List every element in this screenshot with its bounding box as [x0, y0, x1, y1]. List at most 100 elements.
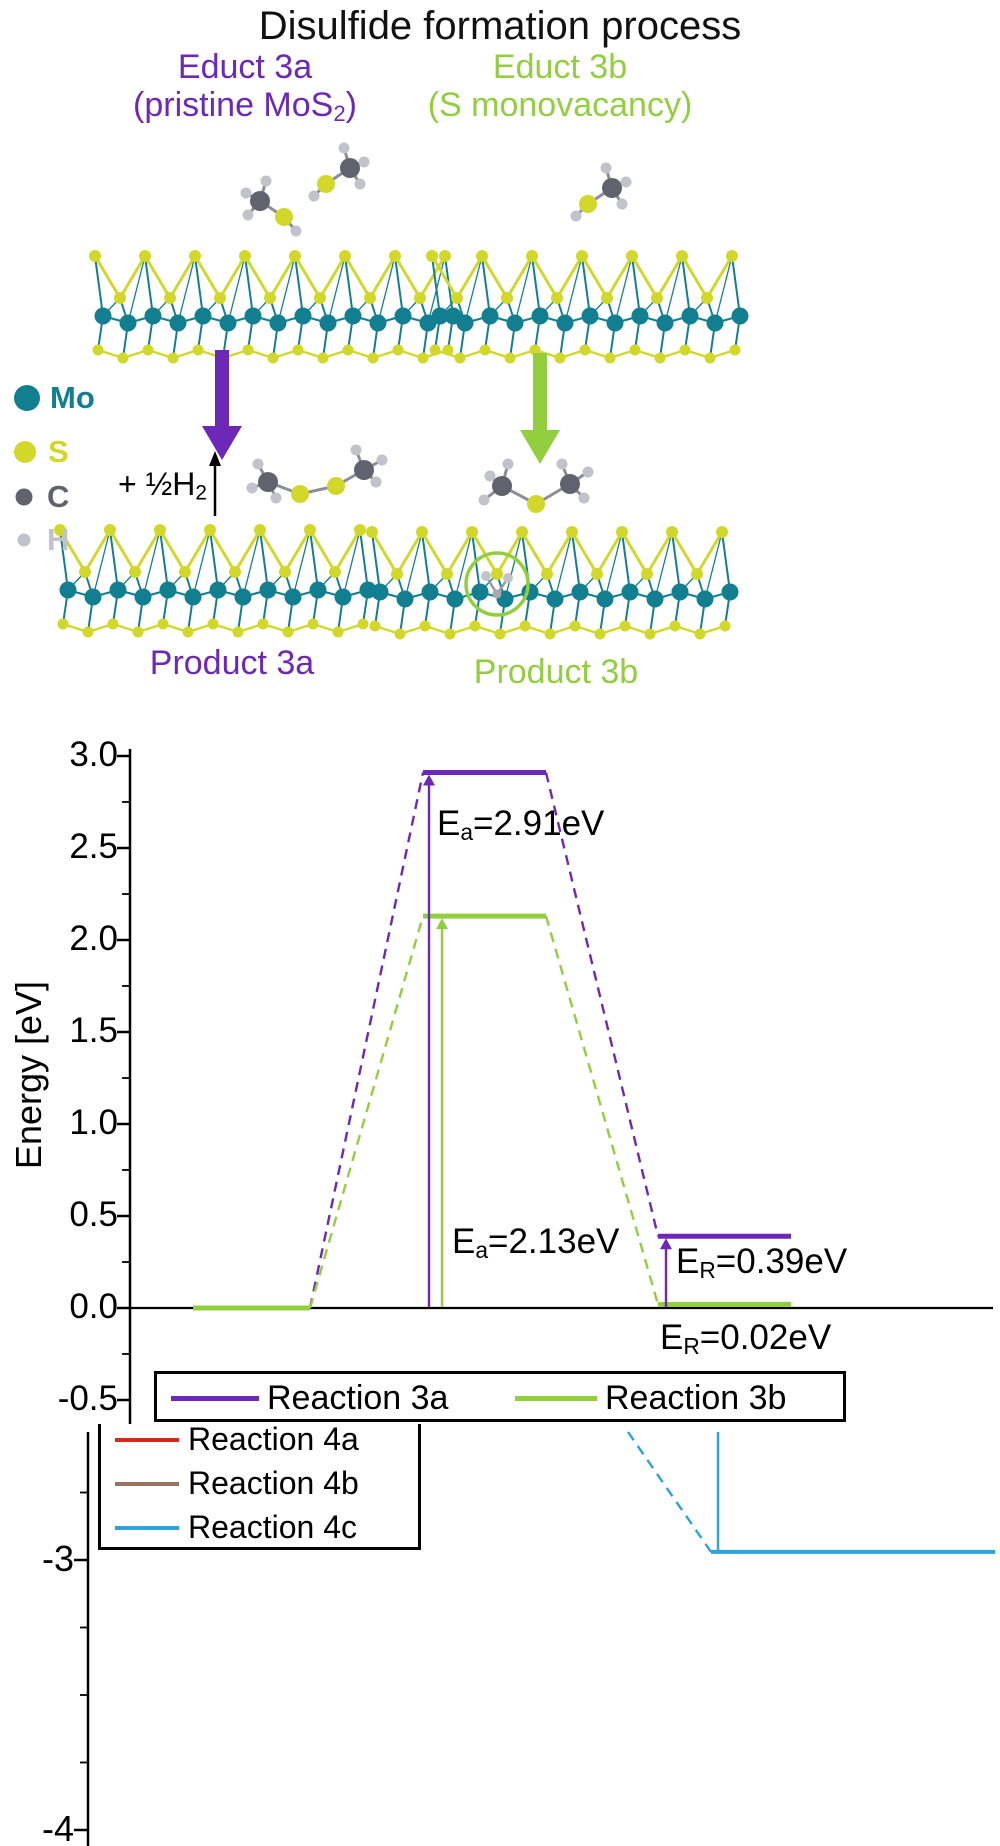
h-atom: [492, 589, 502, 599]
s-atom: [364, 292, 376, 304]
s-atom: [114, 292, 126, 304]
s-atom: [129, 566, 141, 578]
s-atom: [579, 344, 591, 356]
er-3b-label: ER=0.02eV: [660, 1318, 832, 1359]
s-atom: [282, 626, 294, 638]
s-atom: [439, 250, 451, 262]
legend-label-c: C: [47, 479, 70, 514]
s-atom: [691, 568, 703, 580]
s-atom: [392, 344, 404, 356]
h-atom: [308, 190, 320, 202]
y-tick-label: 3.0: [69, 735, 118, 774]
h-atom: [578, 492, 590, 504]
mo-atom: [456, 314, 474, 332]
h-atom: [358, 156, 370, 168]
mo-atom: [119, 314, 137, 332]
s-atom: [666, 526, 678, 538]
ea-3b-arrow-head: [436, 918, 448, 930]
legend-line-reaction-4c: [115, 1526, 179, 1530]
mo-atom: [209, 581, 227, 599]
mo-atom: [631, 307, 649, 325]
product-3b-label: Product 3b: [473, 653, 639, 691]
product-3b-slab: [366, 526, 739, 640]
vacancy-highlight: [464, 551, 530, 617]
s-atom: [729, 344, 741, 356]
legend-line-reaction-3b: [515, 1396, 597, 1401]
mo-atom: [371, 583, 389, 601]
s-atom: [357, 618, 369, 630]
h-atom: [252, 458, 264, 470]
down-arrow: [520, 353, 560, 464]
s-atom: [451, 292, 463, 304]
s-atom: [192, 344, 204, 356]
c-atom: [340, 158, 360, 178]
s-atom: [107, 618, 119, 630]
mo-atom: [721, 583, 739, 601]
educt-3a-line1: Educt 3a: [177, 48, 313, 86]
h-atom: [240, 187, 252, 199]
c-atom: [492, 476, 512, 496]
reaction-3b-arrow: [520, 353, 560, 464]
mo-atom: [59, 581, 77, 599]
educt-3a-slab: [89, 250, 462, 364]
mo-atom: [14, 385, 40, 411]
s-atom: [417, 352, 429, 364]
h2-release-label: + ½H2: [118, 466, 207, 505]
s-atom: [719, 620, 731, 632]
connector-Reaction 3b: [308, 915, 425, 1309]
legend-label-s: S: [48, 434, 69, 469]
mo-atom: [234, 588, 252, 606]
educt-3b-slab: [426, 250, 749, 364]
h-atom: [354, 178, 366, 190]
y-tick-label: 1.5: [69, 1011, 118, 1050]
s-atom: [342, 344, 354, 356]
s-atom: [204, 524, 216, 536]
s-atom: [254, 524, 266, 536]
s-atom: [167, 352, 179, 364]
mo-atom: [531, 307, 549, 325]
s-atom: [576, 250, 588, 262]
mo-atom: [244, 307, 262, 325]
s-atom: [79, 566, 91, 578]
s-atom: [117, 352, 129, 364]
mo-atom: [294, 307, 312, 325]
s-atom: [416, 526, 428, 538]
s-atom: [491, 568, 503, 580]
s-atom: [304, 524, 316, 536]
s-atom: [317, 352, 329, 364]
educt-3b-line1: Educt 3b: [492, 48, 628, 86]
s-atom: [519, 620, 531, 632]
mo-atom: [471, 583, 489, 601]
c-atom: [560, 474, 580, 494]
s-atom: [516, 526, 528, 538]
s-atom: [54, 524, 66, 536]
s-atom: [426, 250, 438, 262]
s-atom: [207, 618, 219, 630]
s-atom: [182, 626, 194, 638]
s-atom: [504, 352, 516, 364]
mo-atom: [571, 583, 589, 601]
s-atom: [476, 250, 488, 262]
s-atom: [14, 441, 36, 463]
s-atom: [726, 250, 738, 262]
s-atom: [419, 620, 431, 632]
s-atom: [142, 344, 154, 356]
s-atom: [179, 566, 191, 578]
c-atom: [15, 488, 33, 506]
mo-atom: [394, 307, 412, 325]
h-atom: [290, 225, 302, 237]
h-atom: [503, 573, 513, 583]
s-atom: [57, 618, 69, 630]
product-3a-slab: [54, 524, 377, 638]
connector-Reaction 3a: [308, 772, 425, 1309]
h-atom: [570, 210, 582, 222]
legend-label-reaction-4c: Reaction 4c: [188, 1509, 357, 1545]
s-atom: [501, 292, 513, 304]
energy-diagram-1: [117, 749, 993, 1428]
s-atom: [354, 524, 366, 536]
s-atom: [494, 628, 506, 640]
mo-atom: [431, 307, 449, 325]
legend-label-reaction-3b: Reaction 3b: [605, 1379, 787, 1417]
down-arrow: [202, 350, 242, 460]
mo-atom: [556, 314, 574, 332]
